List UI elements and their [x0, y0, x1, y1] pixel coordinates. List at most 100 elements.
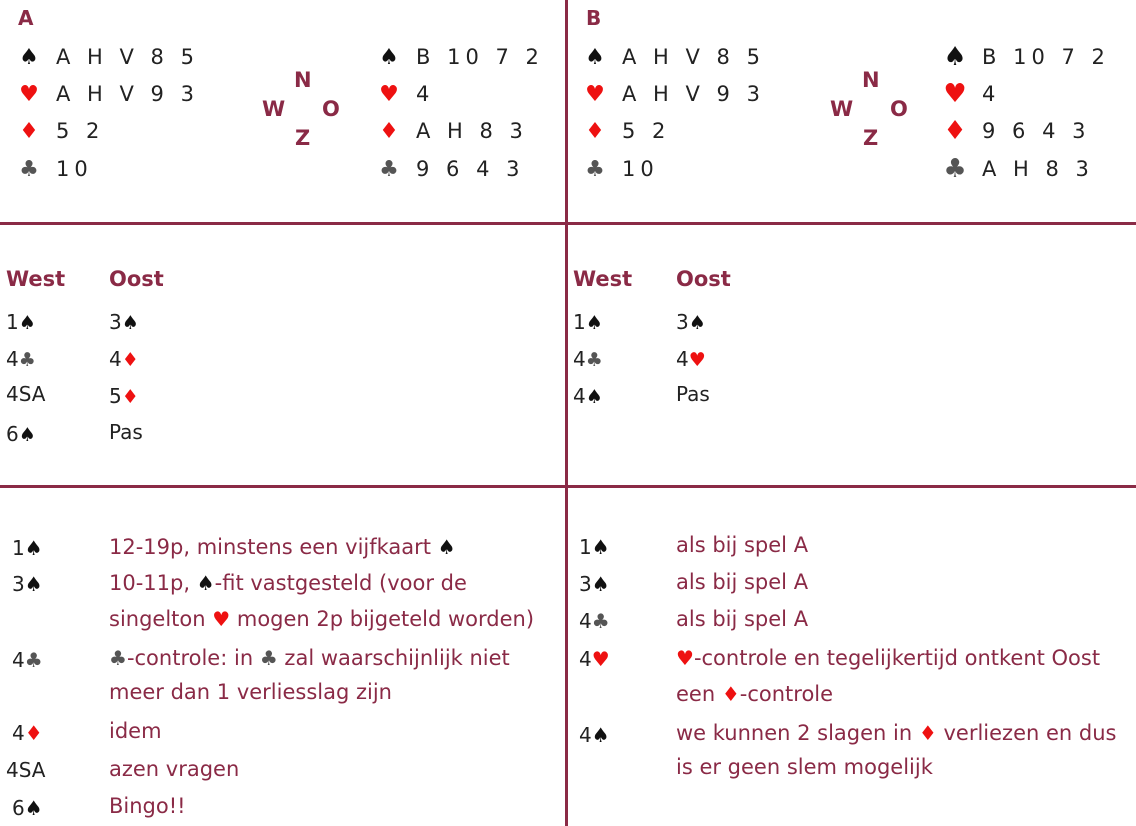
heart-icon: ♥ — [379, 81, 399, 107]
bid-level: 4 — [676, 347, 689, 371]
west-hand-a-diamonds: ♦ 5 2 — [16, 114, 104, 148]
west-hand-a-spades: ♠ A H V 8 5 — [16, 40, 199, 74]
spade-icon: ♠ — [19, 44, 39, 70]
explanation-text: azen vragen — [109, 757, 240, 781]
spade-icon: ♠ — [585, 386, 603, 408]
club-icon: ♣ — [18, 349, 36, 371]
card-list: B 10 7 2 — [982, 45, 1110, 69]
card-list: 10 — [56, 157, 93, 181]
spade-icon: ♠ — [18, 424, 36, 446]
compass-east: O — [322, 97, 340, 121]
card-list: 10 — [622, 157, 659, 181]
card-list: 9 6 4 3 — [982, 119, 1091, 143]
explained-bid: 3♠ — [12, 572, 43, 596]
explanation-text: Bingo!! — [109, 794, 186, 818]
bidding-header-east: Oost — [109, 267, 164, 291]
card-list: B 10 7 2 — [416, 45, 544, 69]
explained-bid: 3♠ — [579, 572, 610, 596]
spade-icon: ♠ — [24, 796, 43, 820]
explanation-text: 12-19p, minstens een vijfkaart ♠ — [109, 535, 456, 559]
horizontal-divider-bottom — [0, 485, 1136, 488]
east-hand-a-hearts: ♥ 4 — [376, 77, 434, 111]
explanation-text: als bij spel A — [676, 533, 809, 557]
bid-west: 4♠ — [573, 384, 603, 408]
compass-south: Z — [295, 126, 311, 150]
club-icon: ♣ — [19, 156, 39, 182]
spade-icon: ♠ — [591, 723, 610, 747]
bid-west: 1♠ — [573, 310, 603, 334]
explained-bid: 6♠ — [12, 796, 43, 820]
spade-icon: ♠ — [379, 44, 399, 70]
heart-icon: ♥ — [591, 647, 610, 671]
east-hand-b-clubs: ♣ A H 8 3 — [942, 152, 1094, 186]
bid-east: 3♠ — [676, 310, 706, 334]
compass-north: N — [294, 68, 312, 92]
deal-title-b: B — [586, 6, 602, 30]
compass-east: O — [890, 97, 908, 121]
explained-bid: 4♦ — [12, 721, 43, 745]
diamond-icon: ♦ — [24, 721, 43, 745]
heart-icon: ♥ — [943, 79, 967, 109]
club-icon: ♣ — [585, 349, 603, 371]
diamond-icon: ♦ — [379, 118, 399, 144]
explained-bid: 1♠ — [12, 536, 43, 560]
diamond-icon: ♦ — [121, 386, 139, 408]
spade-icon: ♠ — [591, 572, 610, 596]
spade-icon: ♠ — [688, 312, 706, 334]
explanation-text: we kunnen 2 slagen in ♦ verliezen en dus… — [676, 721, 1117, 779]
spade-icon: ♠ — [585, 312, 603, 334]
heart-icon: ♥ — [688, 349, 706, 371]
diamond-icon: ♦ — [585, 118, 605, 144]
compass-west: W — [830, 97, 854, 121]
vertical-divider — [565, 0, 568, 826]
spade-icon: ♠ — [18, 312, 36, 334]
bid-level: 4SA — [6, 382, 46, 406]
bid-west: 4♣ — [573, 347, 603, 371]
card-list: A H V 8 5 — [622, 45, 765, 69]
bid-level: 1 — [573, 310, 586, 334]
explained-bid: 1♠ — [579, 535, 610, 559]
spade-icon: ♠ — [196, 571, 215, 595]
east-hand-b-diamonds: ♦ 9 6 4 3 — [942, 114, 1090, 148]
bid-level: 4 — [573, 347, 586, 371]
club-icon: ♣ — [943, 154, 967, 184]
bid-level: 1 — [6, 310, 19, 334]
bid-level: 4 — [109, 347, 122, 371]
spade-icon: ♠ — [24, 572, 43, 596]
horizontal-divider-top — [0, 222, 1136, 225]
heart-icon: ♥ — [19, 81, 39, 107]
spade-icon: ♠ — [585, 44, 605, 70]
bid-level: 4 — [573, 384, 586, 408]
heart-icon: ♥ — [676, 646, 694, 670]
spade-icon: ♠ — [943, 42, 967, 72]
bid-west: 1♠ — [6, 310, 36, 334]
explanation-text: idem — [109, 719, 162, 743]
west-hand-a-clubs: ♣ 10 — [16, 152, 93, 186]
club-icon: ♣ — [259, 646, 278, 670]
card-list: 5 2 — [56, 119, 105, 143]
deal-title-a: A — [18, 6, 34, 30]
spade-icon: ♠ — [24, 536, 43, 560]
card-list: 4 — [416, 82, 435, 106]
west-hand-b-diamonds: ♦ 5 2 — [582, 114, 670, 148]
bid-west: 4SA — [6, 382, 45, 406]
club-icon: ♣ — [109, 646, 127, 670]
compass-south: Z — [863, 126, 879, 150]
explanation-text: als bij spel A — [676, 607, 809, 631]
bid-level: Pas — [676, 382, 710, 406]
explanation-text: ♥-controle en tegelijkertijd ontkent Oos… — [676, 646, 1101, 706]
bid-level: Pas — [109, 420, 143, 444]
diamond-icon: ♦ — [918, 721, 937, 745]
diamond-icon: ♦ — [19, 118, 39, 144]
heart-icon: ♥ — [212, 607, 231, 631]
diamond-icon: ♦ — [721, 682, 740, 706]
explained-bid: 4SA — [6, 758, 46, 782]
bidding-header-west: West — [573, 267, 633, 291]
club-icon: ♣ — [591, 609, 610, 633]
bid-east: Pas — [676, 382, 710, 406]
bid-west: 6♠ — [6, 422, 36, 446]
east-hand-a-diamonds: ♦ A H 8 3 — [376, 114, 528, 148]
card-list: 5 2 — [622, 119, 671, 143]
bidding-header-west: West — [6, 267, 66, 291]
